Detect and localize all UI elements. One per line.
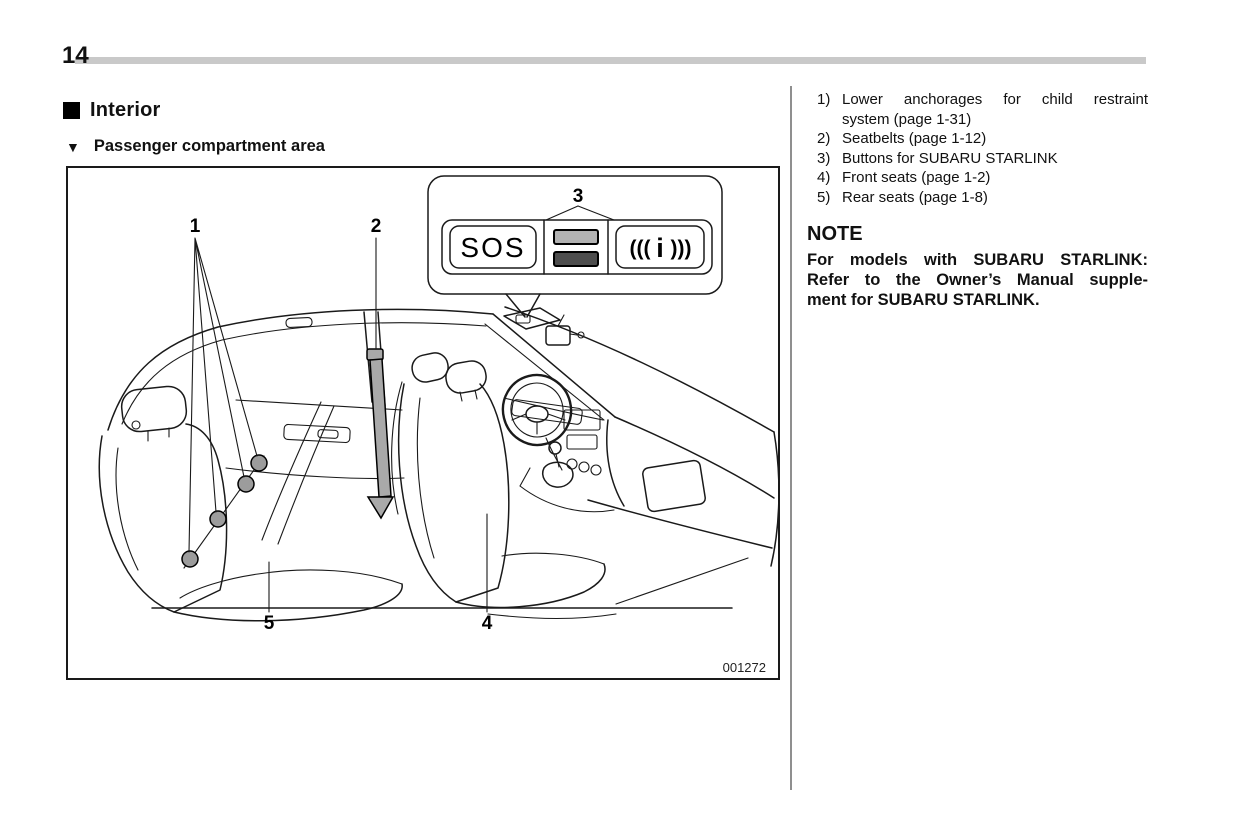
legend-item: 5) Rear seats (page 1-8) <box>807 188 1148 208</box>
sos-button <box>449 225 537 269</box>
callout-2: 2 <box>371 216 382 237</box>
subsection-heading-label: Passenger compartment area <box>93 137 325 155</box>
sos-button-label: SOS <box>460 232 525 263</box>
car-interior-diagram: 1 2 5 4 3 SOS ((( i ))) 001272 <box>98 175 780 675</box>
callout-leader-lines <box>188 237 488 613</box>
legend-item-text: Buttons for SUBARU STARLINK <box>842 149 1058 167</box>
legend-item-text: Seatbelts (page 1-12) <box>842 130 987 147</box>
indicator-bars <box>553 229 599 267</box>
legend-item-line: system (page 1-31) <box>842 110 972 128</box>
legend-item-number: 3) <box>817 149 831 167</box>
legend-item: 1) Lower anchorages for child restraint … <box>807 90 1148 129</box>
svg-text:))): ))) <box>671 237 692 260</box>
info-call-button <box>615 225 705 269</box>
info-call-icon: ((( i ))) <box>630 233 692 263</box>
page-number: 14 <box>62 42 89 69</box>
starlink-inset: 3 SOS ((( i ))) <box>427 175 723 318</box>
legend-item: 2) Seatbelts (page 1-12) <box>807 129 1148 149</box>
figure-frame: 1 2 5 4 3 SOS ((( i ))) 001272 <box>66 166 780 680</box>
callout-4: 4 <box>482 613 493 634</box>
legend-list: 1) Lower anchorages for child restraint … <box>807 90 1148 207</box>
rear-seat <box>98 385 403 622</box>
front-seats <box>391 352 606 609</box>
car-outline <box>107 306 780 567</box>
note-line: For models with SUBARU STARLINK: <box>807 251 1148 269</box>
legend-item: 4) Front seats (page 1-2) <box>807 168 1148 188</box>
right-column: 1) Lower anchorages for child restraint … <box>807 90 1148 310</box>
note-line: ment for SUBARU STARLINK. <box>807 291 1040 309</box>
note-line: Refer to the Owner’s Manual supple- <box>807 271 1148 289</box>
legend-item-number: 4) <box>817 169 831 186</box>
subsection-heading: ▼ Passenger compartment area <box>66 137 325 156</box>
section-heading-label: Interior <box>90 99 161 121</box>
callout-1: 1 <box>190 216 201 237</box>
note-heading: NOTE <box>807 223 863 245</box>
gear-shifter <box>519 441 615 513</box>
legend-item-number: 1) <box>817 91 831 108</box>
callout-3: 3 <box>573 186 584 207</box>
lower-anchorage-points <box>181 454 268 568</box>
note-body: For models with SUBARU STARLINK: Refer t… <box>807 250 1148 310</box>
legend-item-number: 2) <box>817 130 831 147</box>
seatbelt <box>366 348 395 520</box>
header-rule <box>75 57 1146 64</box>
section-heading: Interior <box>63 99 161 122</box>
column-divider <box>790 86 792 790</box>
floor-lines <box>151 557 749 620</box>
callout-5: 5 <box>264 613 275 634</box>
legend-item-text: Lower anchorages for child restraint sys… <box>842 90 1148 129</box>
legend-item-number: 5) <box>817 188 831 206</box>
steering-wheel <box>501 373 573 471</box>
figure-code: 001272 <box>723 660 766 675</box>
triangle-down-icon: ▼ <box>66 138 80 155</box>
svg-text:(((: ((( <box>630 237 651 260</box>
svg-text:i: i <box>656 233 664 263</box>
legend-item-text: Rear seats (page 1-8) <box>842 188 988 206</box>
legend-item-line: Lower anchorages for child restraint <box>842 91 1148 108</box>
section-square-icon <box>63 102 80 119</box>
legend-item-text: Front seats (page 1-2) <box>842 169 991 186</box>
legend-item: 3) Buttons for SUBARU STARLINK <box>807 149 1148 169</box>
